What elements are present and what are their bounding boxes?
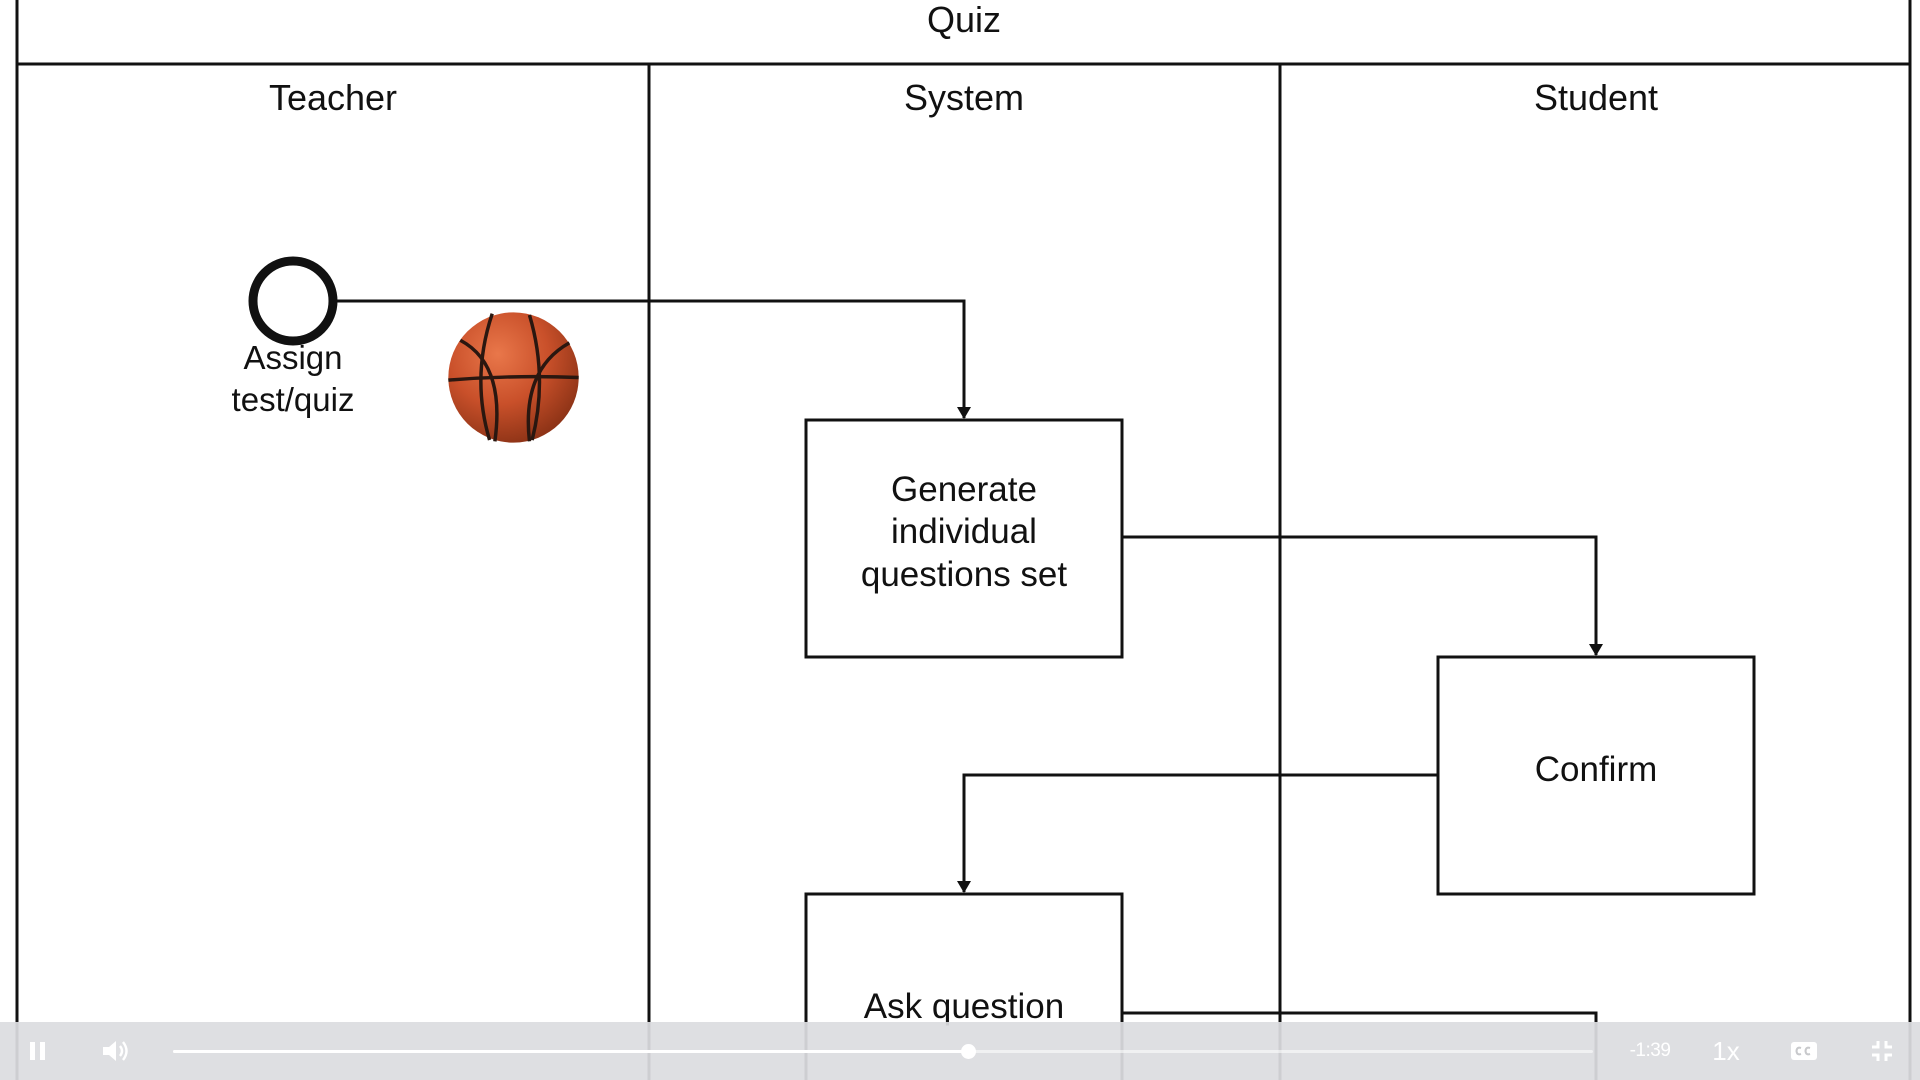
pause-icon <box>30 1042 45 1060</box>
lane-dividers <box>647 64 1282 1080</box>
volume-icon <box>103 1041 128 1061</box>
start-event-label-line1: Assign <box>243 339 342 376</box>
task-generate-label-line2: individual <box>891 512 1037 551</box>
progress-handle[interactable] <box>961 1044 977 1059</box>
time-remaining: -1:39 <box>1629 1040 1671 1061</box>
task-confirm-label: Confirm <box>1535 750 1658 789</box>
flow-confirm-to-ask <box>957 773 1438 893</box>
exit-fullscreen-button[interactable] <box>1862 1022 1902 1080</box>
captions-button[interactable] <box>1782 1022 1826 1080</box>
playback-speed-button[interactable]: 1x <box>1712 1035 1740 1066</box>
captions-icon <box>1791 1042 1817 1060</box>
video-controls-bar: -1:39 1x <box>0 1022 1920 1080</box>
task-generate-label-line3: questions set <box>861 555 1068 594</box>
start-event-label-line2: test/quiz <box>232 381 355 418</box>
progress-slider[interactable] <box>173 1022 1593 1080</box>
flow-start-to-generate <box>333 299 971 419</box>
lane-header-system: System <box>904 77 1024 118</box>
task-generate <box>804 418 1124 659</box>
pause-button[interactable] <box>18 1022 58 1080</box>
lane-header-student: Student <box>1534 77 1658 118</box>
volume-button[interactable] <box>94 1022 138 1080</box>
task-generate-label-line1: Generate <box>891 470 1037 509</box>
diagram-title: Quiz <box>927 0 1001 40</box>
task-ask-question-label: Ask question <box>864 987 1064 1026</box>
start-event <box>248 256 338 346</box>
flow-generate-to-confirm <box>1122 535 1603 656</box>
progress-fill <box>173 1050 969 1053</box>
exit-fullscreen-icon <box>1872 1041 1892 1061</box>
pool-frame <box>15 0 1912 1080</box>
basketball-icon <box>448 312 579 443</box>
lane-header-teacher: Teacher <box>269 77 397 118</box>
